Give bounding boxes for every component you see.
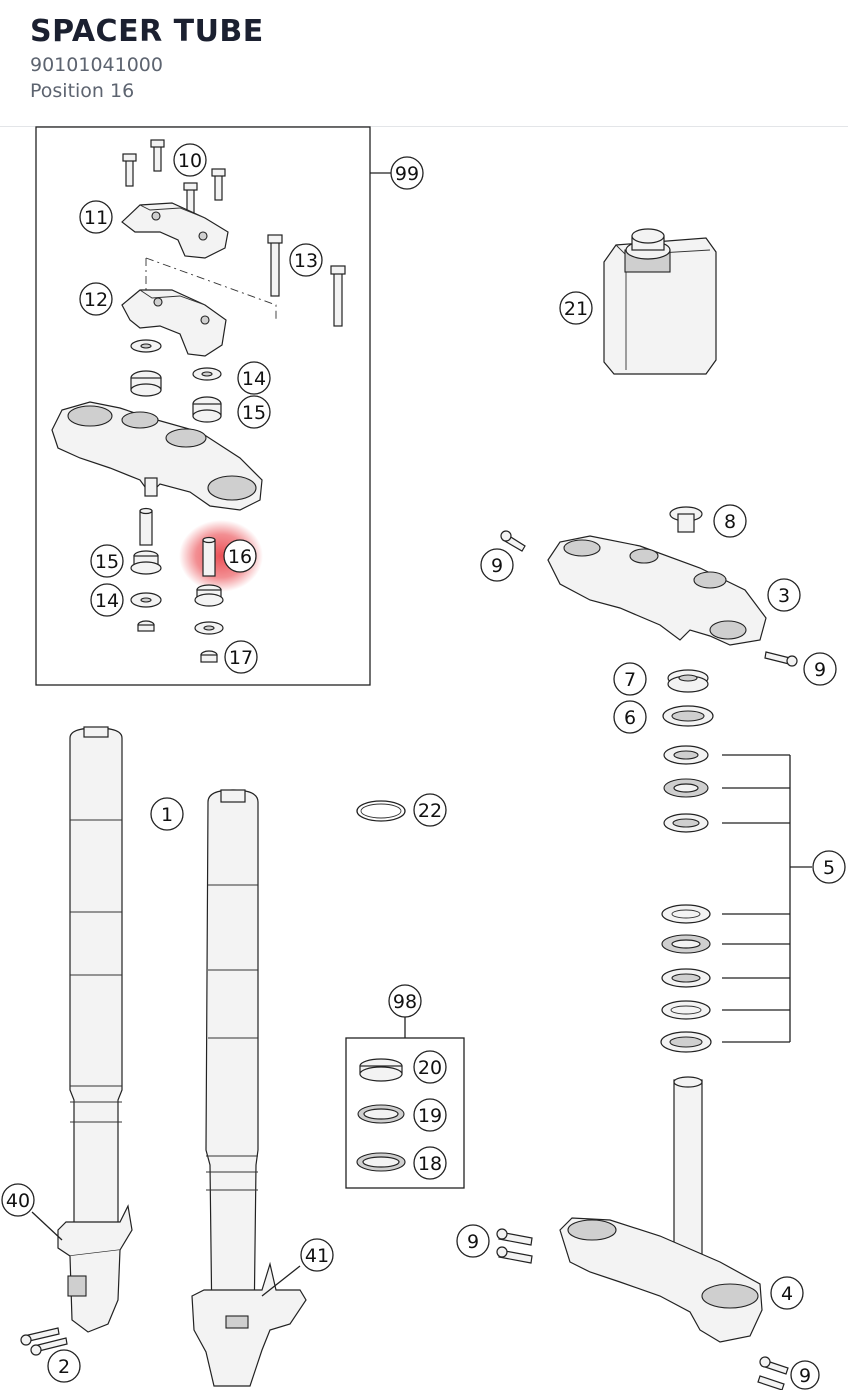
- svg-text:15: 15: [95, 551, 119, 573]
- svg-text:3: 3: [778, 585, 790, 607]
- part-dust-cover-6[interactable]: [662, 705, 714, 727]
- callout-14-lower[interactable]: 14: [90, 583, 124, 617]
- svg-text:10: 10: [178, 150, 202, 172]
- callout-20[interactable]: 20: [413, 1050, 447, 1084]
- svg-text:11: 11: [84, 207, 108, 229]
- part-upper-triple-clamp[interactable]: [51, 401, 263, 511]
- svg-text:20: 20: [418, 1057, 442, 1079]
- highlight-position-16: [179, 520, 263, 592]
- callout-22[interactable]: 22: [413, 793, 447, 827]
- svg-text:16: 16: [228, 546, 252, 568]
- page-title: SPACER TUBE: [30, 14, 264, 49]
- callout-3[interactable]: 3: [767, 578, 801, 612]
- part-seal-18[interactable]: [356, 1152, 406, 1172]
- part-spacer-tube-16[interactable]: [202, 536, 216, 577]
- callout-40[interactable]: 40: [1, 1183, 35, 1217]
- callout-12[interactable]: 12: [79, 282, 113, 316]
- part-handlebar-clamp-11[interactable]: [121, 202, 229, 259]
- part-steering-bearing-set-5[interactable]: [660, 745, 712, 1053]
- callout-13[interactable]: 13: [289, 243, 323, 277]
- svg-text:17: 17: [229, 647, 253, 669]
- part-seal-19[interactable]: [357, 1104, 405, 1124]
- svg-text:22: 22: [418, 800, 442, 822]
- callout-16[interactable]: 16: [223, 539, 257, 573]
- svg-text:40: 40: [6, 1190, 30, 1212]
- part-fork-leg-1[interactable]: [57, 726, 133, 1333]
- part-screw-9-top[interactable]: [500, 530, 526, 552]
- part-rubber-bushings-upper[interactable]: [130, 339, 222, 423]
- part-screws-2[interactable]: [20, 1327, 68, 1356]
- svg-text:14: 14: [95, 590, 119, 612]
- part-lower-triple-clamp-4[interactable]: [559, 1076, 763, 1343]
- callout-5[interactable]: 5: [812, 850, 846, 884]
- callout-7[interactable]: 7: [613, 662, 647, 696]
- callout-2[interactable]: 2: [47, 1349, 81, 1383]
- svg-text:41: 41: [305, 1245, 329, 1267]
- svg-text:14: 14: [242, 368, 266, 390]
- callout-41[interactable]: 41: [300, 1238, 334, 1272]
- svg-text:7: 7: [624, 669, 636, 691]
- part-oil-can-21[interactable]: [603, 228, 717, 375]
- svg-text:1: 1: [161, 804, 173, 826]
- part-spacer-tube-left[interactable]: [139, 507, 153, 546]
- callout-9-lower-left[interactable]: 9: [456, 1224, 490, 1258]
- svg-text:9: 9: [491, 555, 503, 577]
- svg-text:2: 2: [58, 1356, 70, 1378]
- part-headset-nut-7[interactable]: [667, 669, 709, 693]
- callout-18[interactable]: 18: [413, 1146, 447, 1180]
- callout-19[interactable]: 19: [413, 1098, 447, 1132]
- svg-text:5: 5: [823, 857, 835, 879]
- svg-text:12: 12: [84, 289, 108, 311]
- svg-text:9: 9: [799, 1365, 811, 1387]
- part-screw-9-mid[interactable]: [764, 651, 798, 667]
- svg-text:19: 19: [418, 1105, 442, 1127]
- svg-text:99: 99: [395, 163, 419, 185]
- part-screws-10[interactable]: [122, 139, 226, 215]
- part-handlebar-clamp-12[interactable]: [121, 289, 227, 357]
- svg-text:4: 4: [781, 1283, 793, 1305]
- part-bolts-13[interactable]: [145, 234, 346, 327]
- part-top-triple-clamp-3[interactable]: [547, 535, 767, 646]
- callout-99[interactable]: 99: [390, 156, 424, 190]
- page-header: SPACER TUBE 90101041000 Position 16: [0, 0, 848, 127]
- callout-4[interactable]: 4: [770, 1276, 804, 1310]
- callout-6[interactable]: 6: [613, 700, 647, 734]
- part-number: 90101041000: [30, 54, 163, 76]
- callout-17[interactable]: 17: [224, 640, 258, 674]
- part-screws-9-lower[interactable]: [496, 1228, 789, 1390]
- svg-text:13: 13: [294, 250, 318, 272]
- part-bushing-20[interactable]: [359, 1058, 403, 1082]
- callout-9-top[interactable]: 9: [480, 548, 514, 582]
- callout-1[interactable]: 1: [150, 797, 184, 831]
- callout-11[interactable]: 11: [79, 200, 113, 234]
- svg-text:8: 8: [724, 511, 736, 533]
- svg-text:98: 98: [393, 991, 417, 1013]
- callout-14-upper[interactable]: 14: [237, 361, 271, 395]
- svg-text:9: 9: [814, 659, 826, 681]
- position-label: Position 16: [30, 80, 135, 102]
- svg-text:21: 21: [564, 298, 588, 320]
- callout-8[interactable]: 8: [713, 504, 747, 538]
- assembly-box-98: [345, 1016, 465, 1189]
- assembly-box-99: [35, 126, 392, 686]
- callout-15-lower[interactable]: 15: [90, 544, 124, 578]
- part-nut-8[interactable]: [669, 506, 703, 533]
- svg-text:15: 15: [242, 402, 266, 424]
- part-o-ring-22[interactable]: [356, 800, 406, 822]
- callout-9-lower-right[interactable]: 9: [790, 1360, 820, 1390]
- callout-9-mid[interactable]: 9: [803, 652, 837, 686]
- part-fork-leg-41[interactable]: [191, 789, 307, 1387]
- callout-21[interactable]: 21: [559, 291, 593, 325]
- svg-text:6: 6: [624, 707, 636, 729]
- callout-10[interactable]: 10: [173, 143, 207, 177]
- leader-lines: [31, 1211, 301, 1297]
- part-rubber-bushings-lower[interactable]: [130, 550, 224, 663]
- callout-98[interactable]: 98: [388, 984, 422, 1018]
- svg-text:9: 9: [467, 1231, 479, 1253]
- callout-15-upper[interactable]: 15: [237, 395, 271, 429]
- svg-text:18: 18: [418, 1153, 442, 1175]
- bracket-lines-5: [722, 754, 812, 1043]
